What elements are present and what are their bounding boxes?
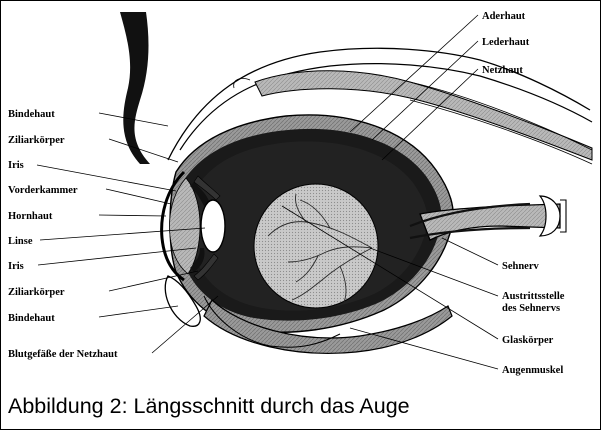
label-sehnerv: Sehnerv — [502, 261, 540, 272]
label-iris-bottom: Iris — [8, 261, 24, 272]
label-austritt-line2: des Sehnervs — [502, 303, 560, 314]
label-austritt-line1: Austrittsstelle — [502, 291, 565, 302]
label-aderhaut: Aderhaut — [482, 11, 526, 22]
optic-nerve-cut — [560, 200, 566, 232]
figure-caption: Abbildung 2: Längsschnitt durch das Auge — [8, 394, 410, 419]
label-glaskoerper: Glaskörper — [502, 335, 554, 346]
label-netzhaut: Netzhaut — [482, 65, 523, 76]
label-blutgefaesse: Blutgefäße der Netzhaut — [8, 349, 118, 360]
label-hornhaut: Hornhaut — [8, 211, 53, 222]
label-bindehaut-bottom: Bindehaut — [8, 313, 55, 324]
label-ziliarkoerper-bottom: Ziliarkörper — [8, 287, 65, 298]
upper-lid-dark — [120, 12, 150, 164]
label-linse: Linse — [8, 236, 33, 247]
lens — [201, 200, 225, 252]
label-bindehaut-top: Bindehaut — [8, 109, 55, 120]
label-lederhaut: Lederhaut — [482, 37, 530, 48]
vitreous-body — [254, 184, 378, 308]
label-augenmuskel: Augenmuskel — [502, 365, 563, 376]
label-ziliarkoerper-top: Ziliarkörper — [8, 135, 65, 146]
label-vorderkammer: Vorderkammer — [8, 185, 78, 196]
label-iris-top: Iris — [8, 160, 24, 171]
